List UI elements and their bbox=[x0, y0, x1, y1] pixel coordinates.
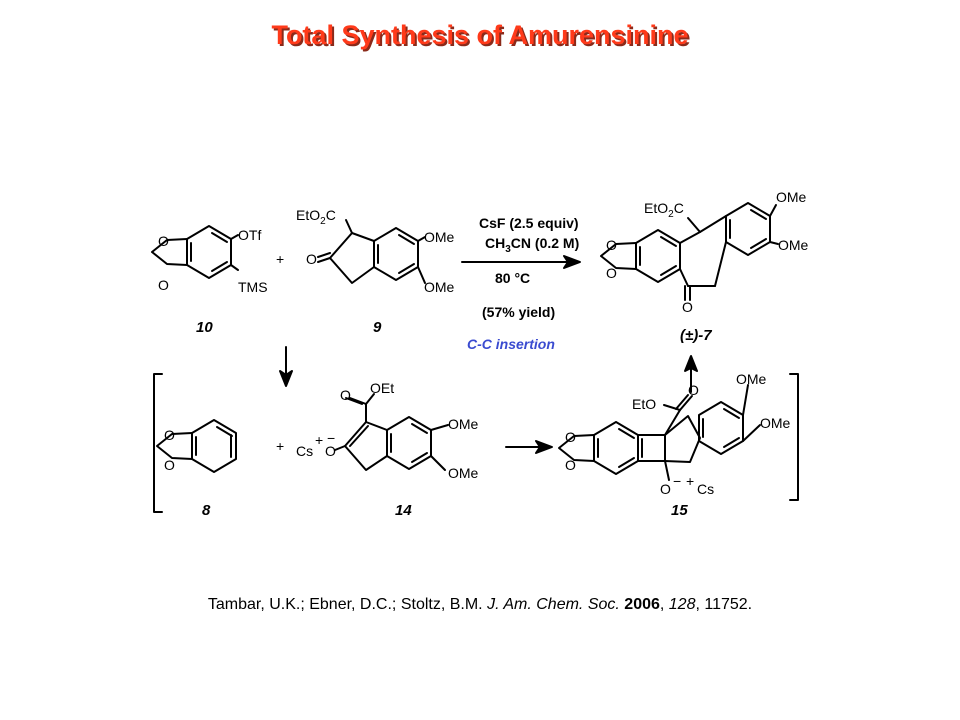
compound-8-label: 8 bbox=[202, 502, 211, 519]
compound-9-structure: O EtO2C OMe OMe bbox=[296, 207, 455, 295]
oxygen-label: O bbox=[606, 237, 617, 253]
plus-sign: + bbox=[276, 438, 284, 454]
citation-pages: 11752. bbox=[704, 596, 753, 613]
compound-9-label: 9 bbox=[373, 319, 382, 336]
methoxy-label: OMe bbox=[760, 415, 791, 431]
cesium-label: Cs bbox=[296, 443, 313, 459]
enolate-oxygen-label: O bbox=[325, 443, 336, 459]
reagent-text: CsF (2.5 equiv) bbox=[479, 215, 579, 231]
methoxy-label: OMe bbox=[448, 416, 479, 432]
solvent-text: CH3CN (0.2 M) bbox=[485, 235, 579, 255]
plus-sign: + bbox=[276, 251, 284, 267]
oxygen-label: O bbox=[158, 233, 169, 249]
compound-7-label: (±)-7 bbox=[680, 327, 712, 344]
citation-volume: 128 bbox=[668, 596, 696, 613]
oxygen-label: O bbox=[606, 265, 617, 281]
citation-journal: J. Am. Chem. Soc. bbox=[487, 596, 620, 613]
methoxy-label: OMe bbox=[424, 229, 455, 245]
citation: Tambar, U.K.; Ebner, D.C.; Stoltz, B.M. … bbox=[207, 596, 753, 613]
ester-label: EtO2C bbox=[296, 207, 336, 227]
minus-charge: − bbox=[673, 473, 681, 489]
arrow-head bbox=[563, 255, 581, 269]
carbonyl-oxygen-label: O bbox=[340, 387, 351, 403]
compound-15-structure: O O EtO O O − + Cs OMe OMe bbox=[558, 371, 791, 497]
oxygen-label: O bbox=[565, 429, 576, 445]
compound-7-structure: O O O EtO2C OMe OMe bbox=[600, 189, 809, 315]
oxygen-label: O bbox=[565, 457, 576, 473]
citation-year: 2006 bbox=[624, 596, 660, 613]
temperature-text: 80 °C bbox=[495, 270, 530, 286]
plus-charge: + bbox=[686, 473, 694, 489]
tms-label: TMS bbox=[238, 279, 268, 295]
oxygen-label: O bbox=[164, 457, 175, 473]
ester-label: EtO2C bbox=[644, 200, 684, 220]
compound-14-structure: O OEt O Cs OMe OMe + − bbox=[296, 380, 479, 481]
compound-10-structure: O O OTf TMS bbox=[151, 225, 268, 295]
yield-text: (57% yield) bbox=[482, 304, 555, 320]
oxygen-label: O bbox=[306, 251, 317, 267]
minus-charge: − bbox=[327, 430, 335, 446]
highlight-text: C-C insertion bbox=[467, 336, 555, 352]
carbonyl-oxygen-label: O bbox=[688, 382, 699, 398]
oxygen-label: O bbox=[164, 427, 175, 443]
compound-8-structure: O O bbox=[156, 419, 237, 473]
ketone-oxygen-label: O bbox=[682, 299, 693, 315]
cesium-label: Cs bbox=[697, 481, 714, 497]
plus-charge: + bbox=[315, 432, 323, 448]
citation-authors: Tambar, U.K.; Ebner, D.C.; Stoltz, B.M. bbox=[207, 596, 488, 613]
methoxy-label: OMe bbox=[778, 237, 809, 253]
oxygen-label: O bbox=[158, 277, 169, 293]
slide-title: Total Synthesis of Amurensinine bbox=[271, 20, 689, 50]
right-bracket bbox=[789, 373, 799, 501]
methoxy-label: OMe bbox=[424, 279, 455, 295]
compound-10-label: 10 bbox=[196, 319, 213, 336]
methoxy-label: OMe bbox=[736, 371, 767, 387]
left-bracket bbox=[153, 373, 163, 513]
alkoxide-oxygen-label: O bbox=[660, 481, 671, 497]
ethoxy-label: OEt bbox=[370, 380, 394, 396]
otf-label: OTf bbox=[238, 227, 261, 243]
compound-15-label: 15 bbox=[671, 502, 688, 519]
ethoxy-label: EtO bbox=[632, 396, 656, 412]
compound-14-label: 14 bbox=[395, 502, 412, 519]
methoxy-label: OMe bbox=[448, 465, 479, 481]
methoxy-label: OMe bbox=[776, 189, 807, 205]
